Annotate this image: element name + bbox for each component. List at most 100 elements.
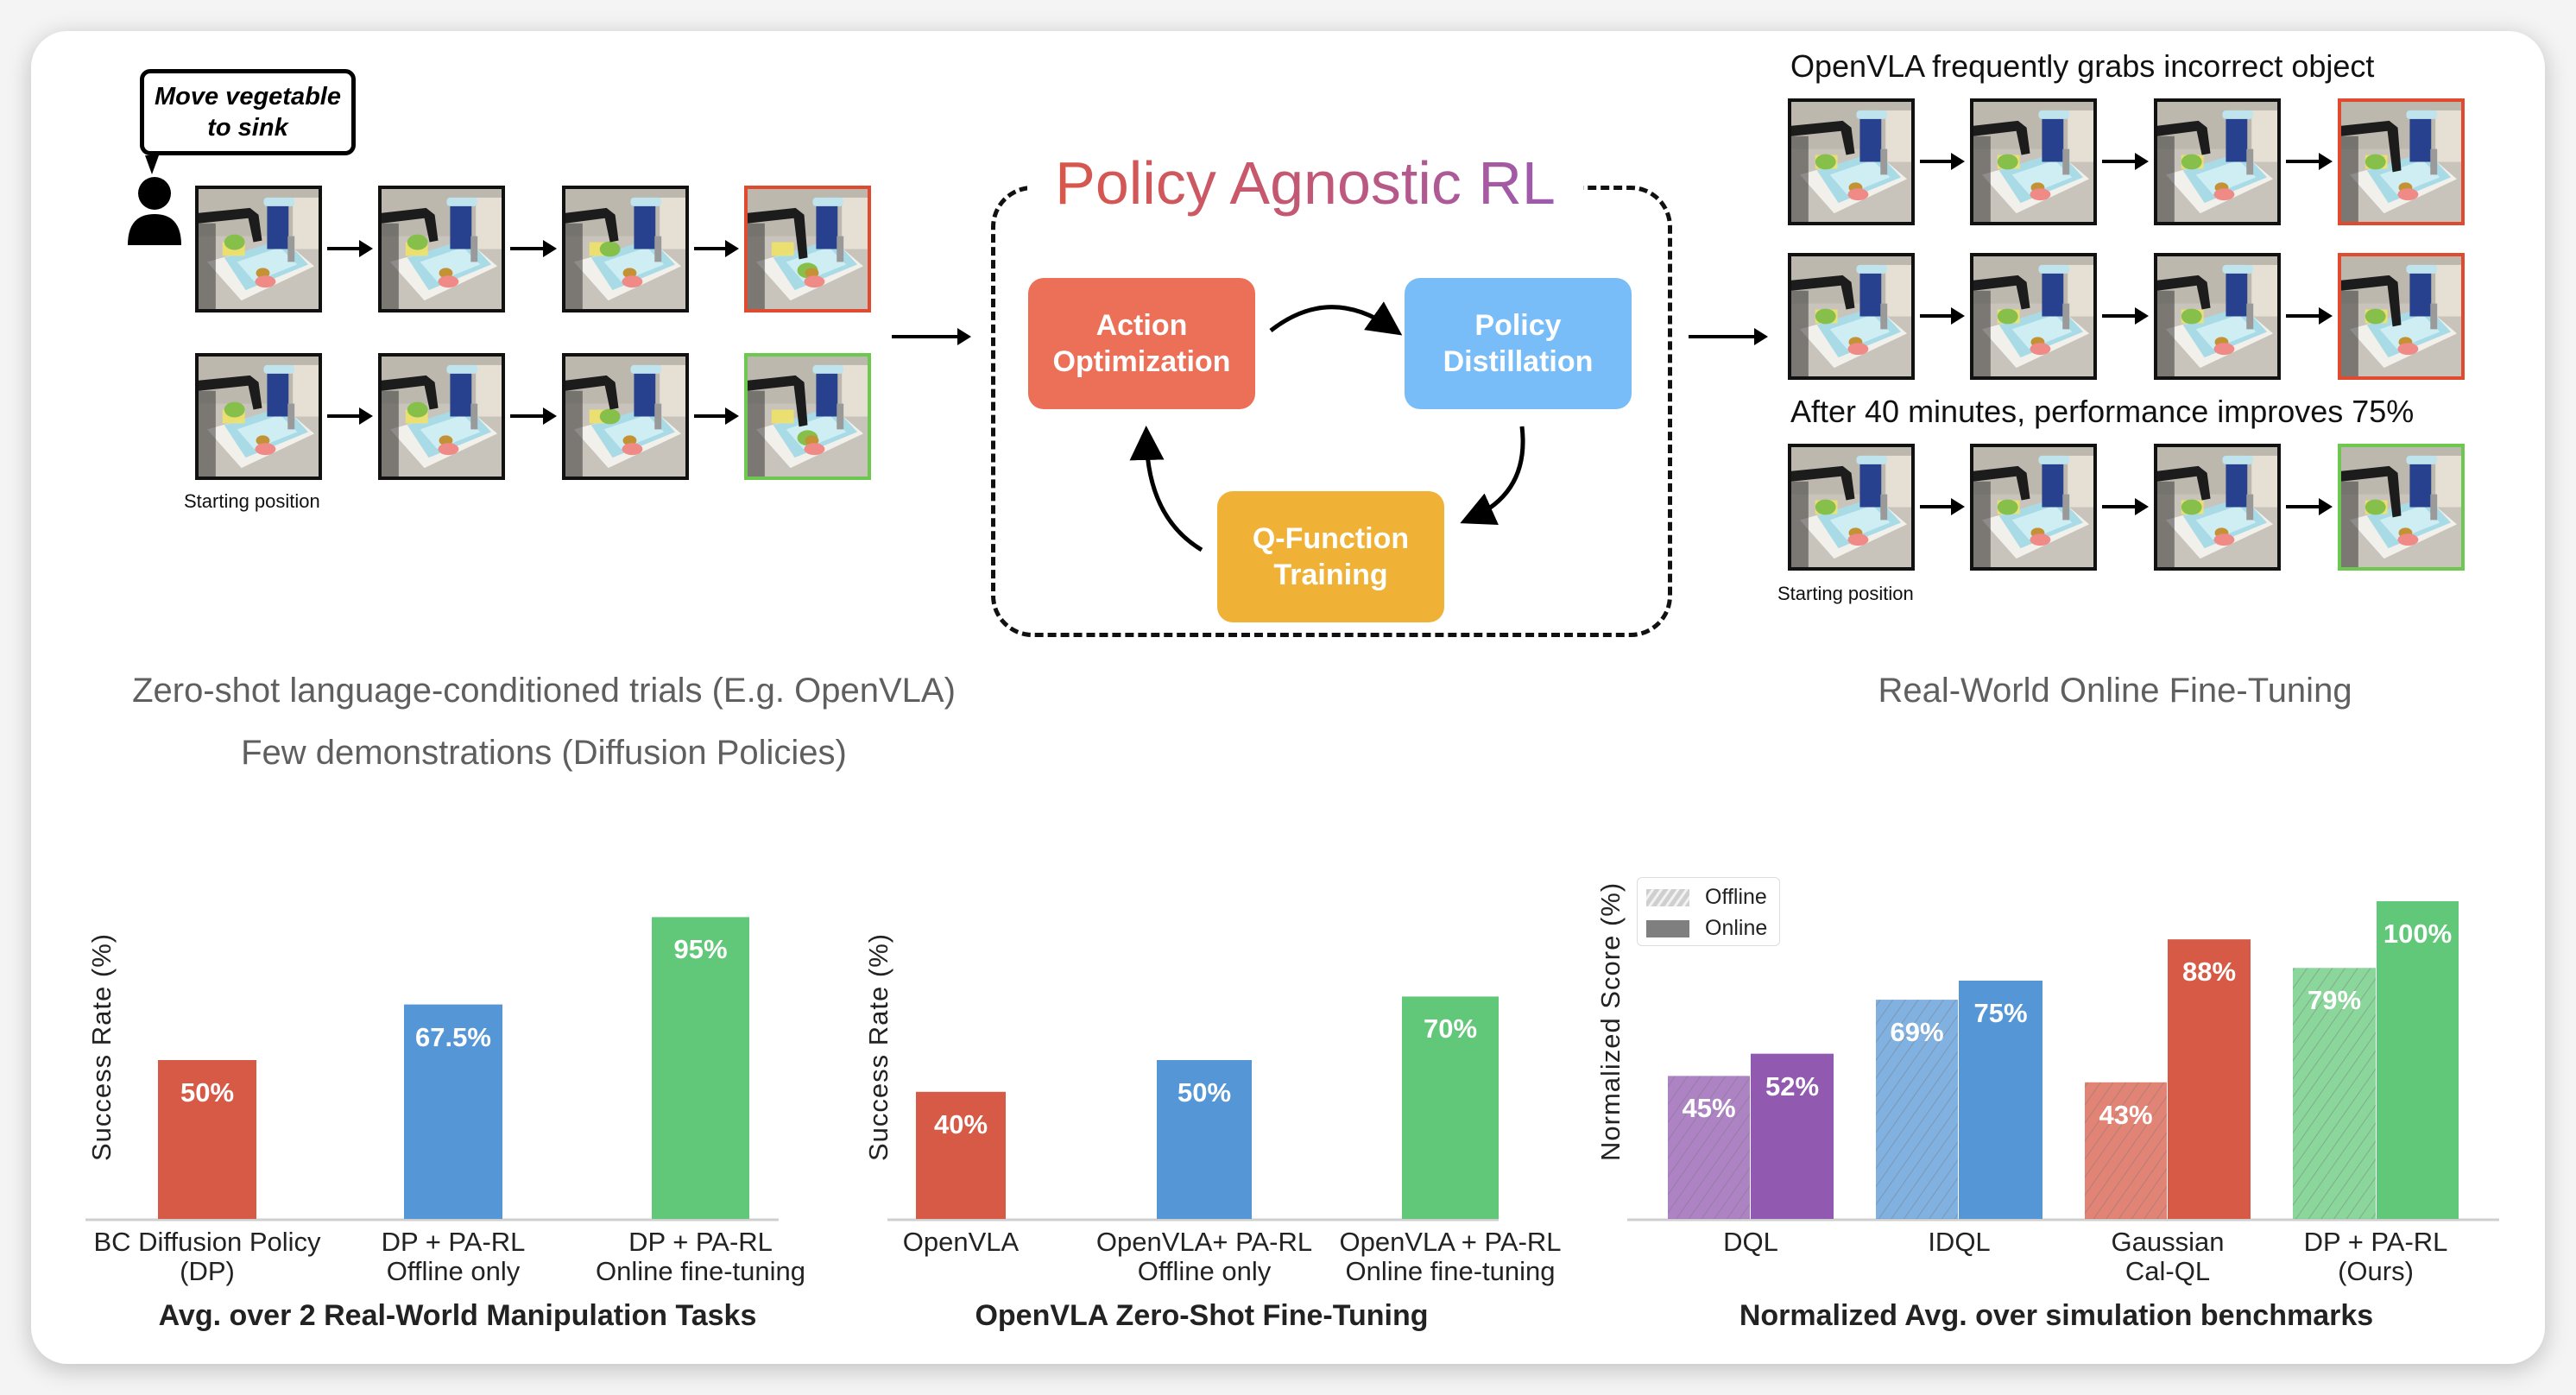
left-frame-r2-f4 <box>744 353 871 480</box>
chart-real-world-bar <box>404 1004 502 1219</box>
step-arrow-icon <box>2102 498 2149 515</box>
step-arrow-icon <box>2102 307 2149 325</box>
legend-label: Offline <box>1705 885 1767 909</box>
left-frame-r2-f2 <box>378 353 505 480</box>
instruction-line-2: to sink <box>207 114 288 142</box>
legend-entry: Offline <box>1646 885 1767 910</box>
chart-simulation-bar-label-online: 88% <box>2181 956 2237 988</box>
step-arrow-icon <box>694 240 739 257</box>
step-arrow-icon <box>2286 498 2333 515</box>
pa-rl-title-text: Policy Agnostic RL <box>1055 149 1556 217</box>
right-frame-r3-f2 <box>1970 444 2097 571</box>
chart-openvla-x-tick-label: OpenVLA <box>902 1227 1020 1257</box>
chart-simulation-x-tick-label: (Ours) <box>2338 1256 2414 1286</box>
step-arrow-icon <box>2286 307 2333 325</box>
chart-openvla-bar-label: 70% <box>1423 1013 1478 1045</box>
right-frame-r3-f1 <box>1788 444 1915 571</box>
pa-rl-title: Policy Agnostic RL <box>1027 147 1583 219</box>
chart-simulation-bar-offline <box>2293 968 2376 1219</box>
chart-openvla-bar-label: 40% <box>933 1108 988 1139</box>
left-frame-r2-f3 <box>562 353 689 480</box>
chart-real-world-bar <box>652 917 749 1219</box>
stage-label-line: Distillation <box>1443 345 1594 378</box>
step-arrow-icon <box>2286 153 2333 170</box>
right-frame-r3-f4 <box>2338 444 2465 571</box>
left-frame-r1-f4 <box>744 186 871 312</box>
step-arrow-icon <box>510 240 557 257</box>
chart-simulation-title: Normalized Avg. over simulation benchmar… <box>1739 1299 2374 1332</box>
chart-openvla-bar <box>1157 1060 1252 1219</box>
chart-simulation-bar-label-offline: 43% <box>2099 1099 2153 1130</box>
step-arrow-icon <box>1920 307 1965 325</box>
caption-real-world-finetuning: Real-World Online Fine-Tuning <box>1878 672 2352 710</box>
chart-real-world-x-tick-label: Offline only <box>386 1256 521 1286</box>
right-title-top: OpenVLA frequently grabs incorrect objec… <box>1790 48 2375 84</box>
cycle-arrow-right-icon <box>1460 426 1525 526</box>
chart-simulation-x-tick-label: DQL <box>1723 1227 1778 1257</box>
chart-openvla-title: OpenVLA Zero-Shot Fine-Tuning <box>975 1299 1429 1332</box>
chart-simulation-bar-online <box>1751 1053 1834 1219</box>
step-arrow-icon <box>1920 498 1965 515</box>
stage-label-line: Training <box>1273 559 1388 591</box>
right-frame-r2-f3 <box>2154 253 2281 380</box>
chart-simulation-bar-online <box>1959 981 2042 1219</box>
chart-real-world-x-tick-label: (DP) <box>180 1256 235 1286</box>
step-arrow-icon <box>510 407 557 425</box>
left-starting-position-label: Starting position <box>184 490 320 512</box>
chart-simulation-bar-offline <box>2085 1082 2167 1219</box>
step-arrow-icon <box>694 407 739 425</box>
chart-real-world-bar <box>158 1060 256 1219</box>
chart-simulation-x-tick-label: IDQL <box>1928 1227 1991 1257</box>
right-frame-r1-f1 <box>1788 98 1915 225</box>
chart-openvla-x-tick-label: OpenVLA+ PA-RL <box>1095 1227 1313 1257</box>
chart-simulation-bar-offline <box>1876 1000 1958 1219</box>
chart-real-world-title: Avg. over 2 Real-World Manipulation Task… <box>158 1299 757 1332</box>
instruction-speech-bubble: Move vegetable to sink <box>140 69 356 155</box>
step-arrow-icon <box>1920 153 1965 170</box>
chart-simulation-bar-online <box>2168 939 2251 1219</box>
chart-openvla-x-tick-label: Offline only <box>1137 1256 1272 1286</box>
chart-real-world-x-tick-label: DP + PA-RL <box>381 1227 526 1257</box>
left-frame-r2-f1 <box>195 353 322 480</box>
chart-openvla-x-tick-label: OpenVLA + PA-RL <box>1339 1227 1562 1257</box>
right-frame-r2-f4 <box>2338 253 2465 380</box>
arrow-out-of-pa-rl-icon <box>1689 328 1768 345</box>
chart-simulation-bar-label-online: 75% <box>1973 998 2028 1028</box>
stage-label-line: Optimization <box>1052 345 1231 378</box>
speech-bubble-tail <box>145 155 159 174</box>
legend-swatch-solid-icon <box>1646 919 1689 937</box>
right-frame-r3-f3 <box>2154 444 2281 571</box>
chart-openvla-y-axis-label: Success Rate (%) <box>863 932 893 1161</box>
right-frame-r1-f3 <box>2154 98 2281 225</box>
chart-simulation-bar-label-offline: 45% <box>1682 1093 1736 1124</box>
caption-zero-shot: Zero-shot language-conditioned trials (E… <box>132 672 956 710</box>
chart-real-world-x-tick-label: BC Diffusion Policy <box>93 1227 321 1257</box>
chart-simulation-bar-label-online: 100% <box>2383 918 2453 949</box>
step-arrow-icon <box>2102 153 2149 170</box>
stage-label-line: Policy <box>1474 309 1562 342</box>
right-frame-r1-f2 <box>1970 98 2097 225</box>
chart-simulation-bar-label-online: 52% <box>1765 1070 1820 1101</box>
person-icon <box>126 176 183 245</box>
arrow-into-pa-rl-icon <box>892 328 971 345</box>
chart-simulation-bar-online <box>2377 901 2459 1219</box>
chart-openvla-bar <box>916 1091 1006 1219</box>
chart-simulation-bar-label-offline: 69% <box>1890 1017 1944 1048</box>
chart-simulation-x-tick-label: Cal-QL <box>2125 1256 2211 1286</box>
left-frame-r1-f1 <box>195 186 322 312</box>
step-arrow-icon <box>327 240 373 257</box>
cycle-arrow-top-icon <box>1269 301 1403 336</box>
right-frame-r2-f2 <box>1970 253 2097 380</box>
left-frame-r1-f3 <box>562 186 689 312</box>
right-starting-position-label: Starting position <box>1777 583 1914 604</box>
chart-simulation-x-tick-label: Gaussian <box>2111 1227 2225 1257</box>
chart-real-world-x-tick-label: DP + PA-RL <box>628 1227 773 1257</box>
stage-label-line: Q-Function <box>1252 522 1410 555</box>
chart-real-world-x-tick-label: Online fine-tuning <box>596 1256 805 1286</box>
